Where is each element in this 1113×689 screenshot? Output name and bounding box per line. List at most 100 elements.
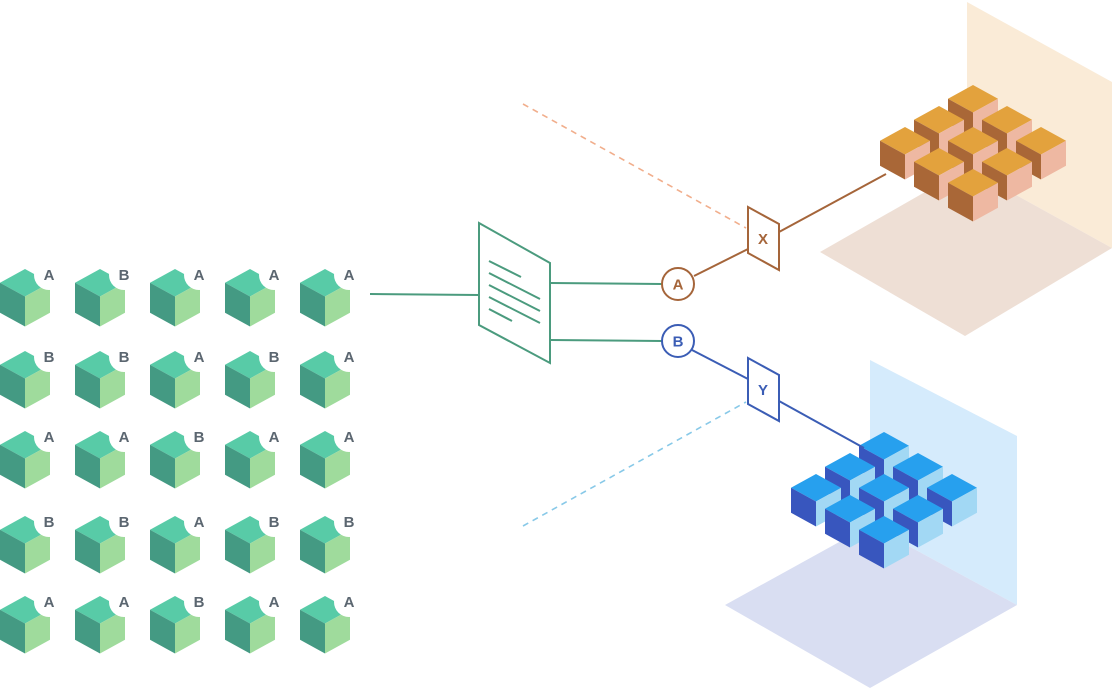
tag-notch <box>184 422 214 452</box>
tag-notch <box>109 260 139 290</box>
tag-notch <box>34 342 64 372</box>
item-cube-b: B <box>75 507 139 574</box>
cluster-cube <box>859 516 909 569</box>
item-tag-label: A <box>44 594 55 611</box>
item-cube-b: B <box>225 507 289 574</box>
filter-y-label: Y <box>758 382 768 399</box>
item-cube-a: A <box>225 422 289 489</box>
blue-cube-cluster <box>791 432 977 569</box>
item-cube-b: B <box>150 422 214 489</box>
tag-notch <box>334 260 364 290</box>
item-cube-a: A <box>0 587 64 654</box>
link-x-to-orange <box>778 173 887 233</box>
item-cube-a: A <box>0 422 64 489</box>
link-router-to-b <box>550 339 663 342</box>
item-tag-label: B <box>194 594 205 611</box>
tag-notch <box>109 342 139 372</box>
dashed-line-blue <box>522 401 747 527</box>
link-items-to-router <box>369 293 480 296</box>
item-cube-a: A <box>300 422 364 489</box>
item-cube-b: B <box>75 260 139 327</box>
node-b: B <box>661 324 695 358</box>
item-cube-a: A <box>75 422 139 489</box>
item-tag-label: B <box>119 514 130 531</box>
orange-floor <box>820 168 1112 336</box>
tag-notch <box>259 260 289 290</box>
item-tag-label: A <box>44 267 55 284</box>
filter-x: X <box>747 205 780 272</box>
item-tag-label: A <box>119 429 130 446</box>
trapezoid-filter-icon <box>747 356 780 423</box>
link-a-to-x <box>693 248 749 277</box>
item-grid: A B A A A B B A B A A A B A A B B A B B A A B A A <box>0 260 364 654</box>
item-tag-label: B <box>119 349 130 366</box>
item-tag-label: A <box>194 267 205 284</box>
cluster-cube <box>927 474 977 527</box>
item-tag-label: A <box>344 349 355 366</box>
link-y-to-blue <box>778 400 865 449</box>
item-tag-label: A <box>344 594 355 611</box>
trapezoid-filter-icon <box>747 205 780 272</box>
item-tag-label: B <box>269 349 280 366</box>
item-tag-label: A <box>269 429 280 446</box>
item-cube-b: B <box>300 507 364 574</box>
blue-floor <box>725 525 1017 688</box>
item-cube-a: A <box>0 260 64 327</box>
item-cube-a: A <box>150 342 214 409</box>
tag-notch <box>334 342 364 372</box>
blue-destination <box>725 360 1017 688</box>
item-cube-a: A <box>300 260 364 327</box>
item-cube-b: B <box>0 342 64 409</box>
tag-notch <box>34 422 64 452</box>
cluster-cube <box>893 495 943 548</box>
node-a-label: A <box>673 277 684 294</box>
item-tag-label: B <box>344 514 355 531</box>
tag-notch <box>34 587 64 617</box>
item-tag-label: B <box>194 429 205 446</box>
circle-node-icon <box>661 267 695 301</box>
item-cube-b: B <box>150 587 214 654</box>
tag-notch <box>334 587 364 617</box>
item-tag-label: A <box>344 267 355 284</box>
item-tag-label: A <box>44 429 55 446</box>
link-router-to-a <box>550 282 663 285</box>
item-tag-label: B <box>44 349 55 366</box>
item-cube-a: A <box>150 260 214 327</box>
item-cube-a: A <box>300 587 364 654</box>
item-tag-label: A <box>269 267 280 284</box>
tag-notch <box>109 507 139 537</box>
item-cube-a: A <box>300 342 364 409</box>
item-cube-b: B <box>0 507 64 574</box>
tag-notch <box>109 587 139 617</box>
tag-notch <box>184 587 214 617</box>
tag-notch <box>259 422 289 452</box>
orange-destination <box>820 2 1112 336</box>
cluster-cube <box>948 169 998 222</box>
item-tag-label: B <box>269 514 280 531</box>
item-tag-label: A <box>194 514 205 531</box>
tag-notch <box>184 260 214 290</box>
item-cube-b: B <box>225 342 289 409</box>
tag-notch <box>184 507 214 537</box>
item-tag-label: B <box>119 267 130 284</box>
tag-notch <box>334 422 364 452</box>
tag-notch <box>259 507 289 537</box>
item-tag-label: A <box>194 349 205 366</box>
item-cube-a: A <box>75 587 139 654</box>
item-tag-label: A <box>119 594 130 611</box>
tag-notch <box>334 507 364 537</box>
node-a: A <box>661 267 695 301</box>
tag-notch <box>109 422 139 452</box>
item-tag-label: A <box>269 594 280 611</box>
item-cube-b: B <box>75 342 139 409</box>
filter-y: Y <box>747 356 780 423</box>
orange-cube-cluster <box>880 85 1066 222</box>
tag-notch <box>34 507 64 537</box>
item-cube-a: A <box>225 587 289 654</box>
tag-notch <box>259 587 289 617</box>
item-cube-a: A <box>150 507 214 574</box>
item-cube-a: A <box>225 260 289 327</box>
item-tag-label: A <box>344 429 355 446</box>
item-tag-label: B <box>44 514 55 531</box>
